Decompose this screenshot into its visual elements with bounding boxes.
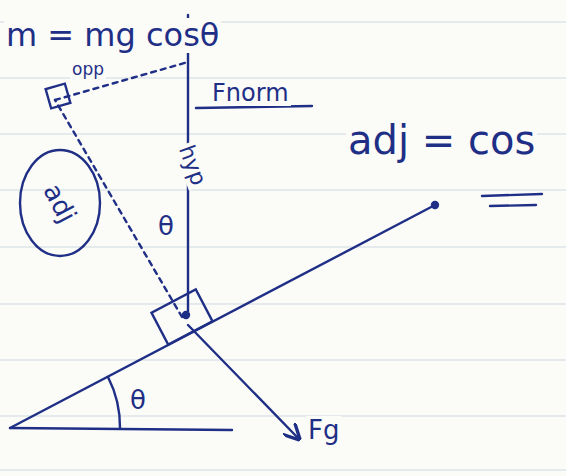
paper-rules <box>0 22 566 470</box>
side-label: hyp <box>173 140 211 191</box>
equation-text: m = mg cosθ <box>4 18 221 53</box>
right-angle-mark <box>46 84 71 109</box>
circled-label: adj <box>18 148 102 258</box>
node-text: adj <box>38 179 82 227</box>
double-underline <box>482 194 542 196</box>
incline <box>10 205 435 428</box>
center-dot <box>183 312 189 318</box>
side-label: opp <box>70 60 106 79</box>
circle-outline <box>20 150 100 256</box>
gravity-arrow <box>188 325 298 438</box>
note-text: adj = cos <box>346 118 537 162</box>
force-label: Fg <box>306 416 341 445</box>
incline-end-dot <box>432 202 438 208</box>
double-underline <box>490 205 536 206</box>
force-label: Fnorm <box>210 80 291 106</box>
angle-arc <box>108 377 120 428</box>
angle-label: θ <box>156 212 176 241</box>
angle-label: θ <box>128 386 148 415</box>
